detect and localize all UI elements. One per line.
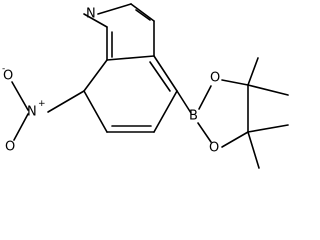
bond-c8-c8a [83,59,108,92]
boron-label: B [189,109,198,124]
inner-double-bond-2 [135,9,151,21]
methyl-bottom-1 [247,124,289,133]
bond-c3-c4 [130,3,155,22]
bond-b-o-top [198,85,212,110]
bond-b-o-bottom [197,122,212,143]
isoquinoline-ring-bonds [83,3,178,133]
methyl-top-1 [247,57,259,86]
bond-nitro-n-o-lower [13,113,29,141]
bond-n2-c3 [97,3,132,15]
bond-c1-n2 [83,13,108,28]
nitro-oxygen-charge: - [2,64,5,74]
inner-double-bond-3 [149,61,171,92]
bond-c5-c6 [153,90,178,133]
bond-o-top-c [221,79,249,86]
bond-c4a-c8a [106,55,155,61]
atom-labels: N N + O - O B O O [2,7,220,156]
ring-nitrogen-label: N [86,7,96,22]
bond-c4a-c5 [153,55,178,92]
nitro-nitrogen-charge: + [38,99,46,109]
nitro-group-bonds [11,81,85,141]
bond-c8-nitro-n [47,90,85,113]
bond-nitro-n-o-upper [11,81,29,111]
nitro-nitrogen-label: N [27,105,37,120]
dioxaborolane-oxygen-top-label: O [210,71,220,86]
nitro-oxygen-upper-label: O [3,69,13,84]
methyl-bottom-2 [247,131,260,169]
dioxaborolane-oxygen-bottom-label: O [209,141,219,156]
chemical-structure-diagram: N N + O - O B O O [2,3,289,169]
bond-o-bottom-c [221,131,249,148]
nitro-oxygen-lower-label: O [5,140,15,155]
methyl-top-2 [247,84,289,96]
bond-c5-b [176,90,192,114]
boronate-bonds [176,57,289,169]
bond-c7-c8 [83,90,108,133]
